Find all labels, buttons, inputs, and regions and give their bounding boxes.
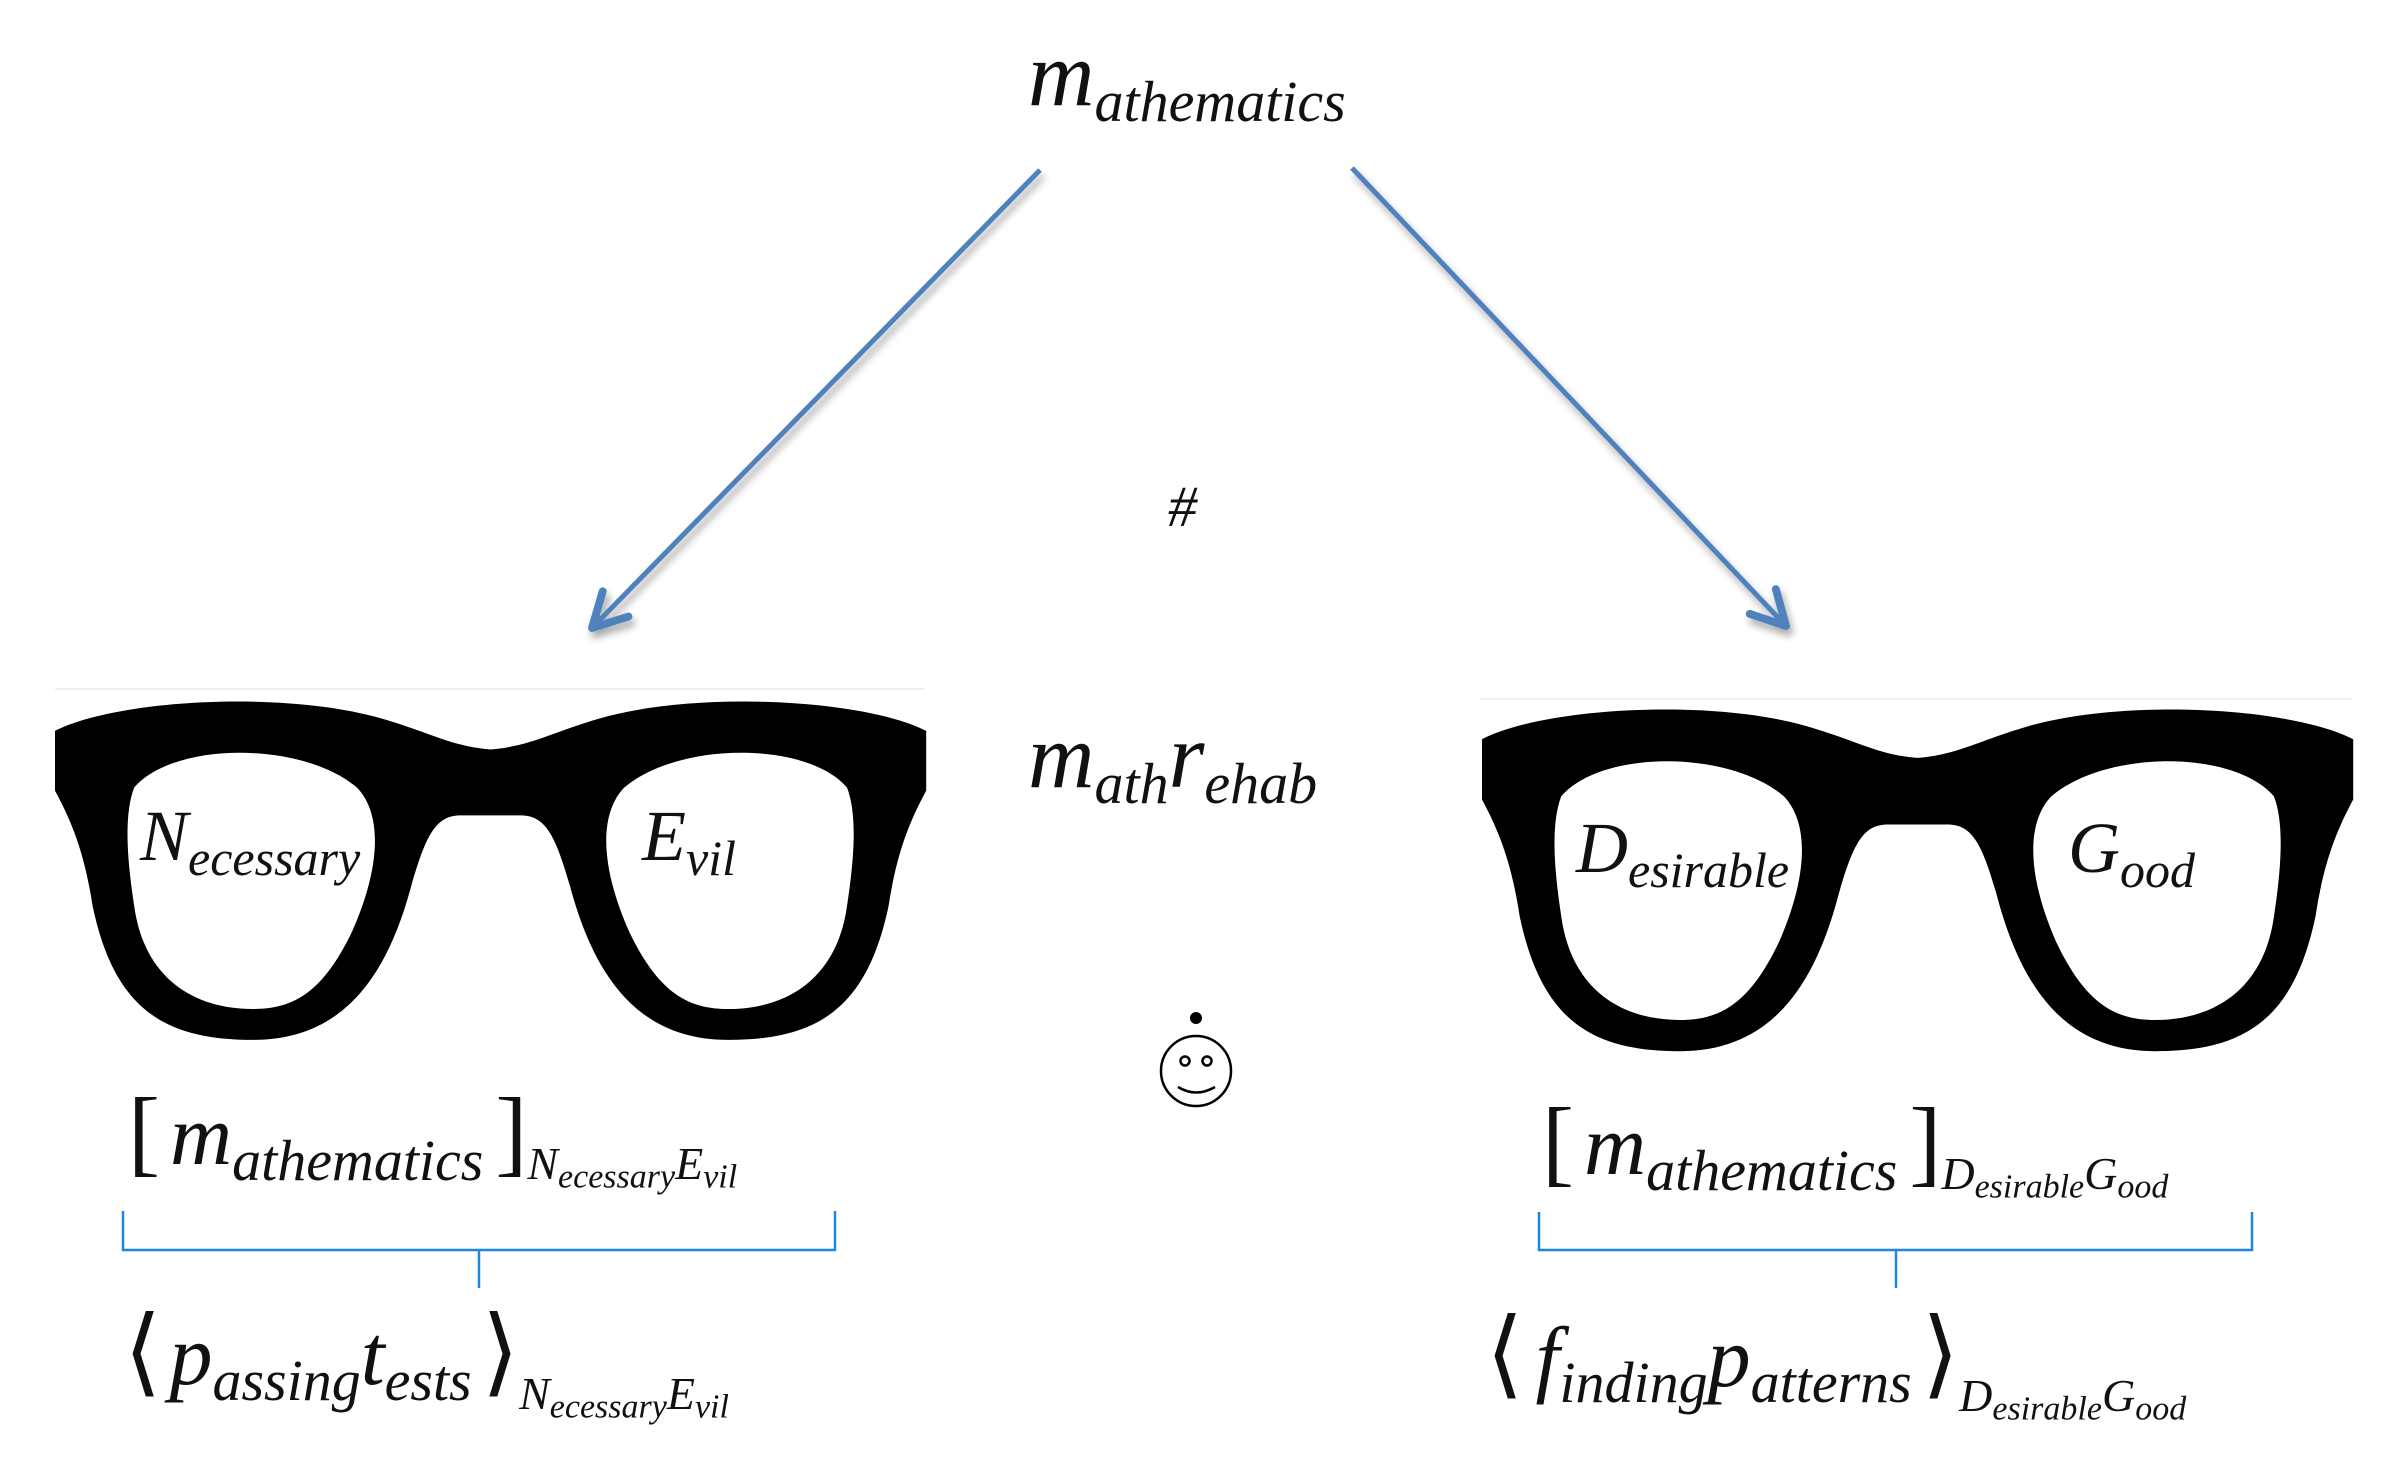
open-bracket: [ — [1542, 1088, 1574, 1195]
lens-evil-sub: vil — [685, 830, 736, 886]
expr-p: p — [1707, 1309, 1751, 1405]
right-brace — [1537, 1212, 2254, 1288]
open-bracket: [ — [128, 1078, 160, 1185]
index-d-sub: esirable — [1974, 1168, 2085, 1206]
expr-t: t — [360, 1307, 385, 1403]
rehab-r: r — [1168, 705, 1205, 807]
lens-necessary-main: N — [140, 796, 189, 876]
left-brace — [121, 1211, 837, 1288]
expr-inding: inding — [1559, 1350, 1708, 1416]
expr-index: DesirableGood — [1941, 1147, 2168, 1204]
arrow-to-necessary-evil — [588, 168, 1042, 632]
lens-desirable-main: D — [1576, 808, 1628, 888]
left-angle-expression: ⟨passingtests⟩NecessaryEvil — [124, 1304, 729, 1425]
index-e: E — [675, 1137, 704, 1189]
index-n-sub: ecessary — [558, 1158, 676, 1196]
index-d-sub: esirable — [1992, 1390, 2102, 1428]
expr-index: NecessaryEvil — [519, 1368, 729, 1425]
lens-necessary: Necessary — [140, 800, 360, 883]
open-angle: ⟨ — [1486, 1300, 1524, 1407]
index-d: D — [1959, 1370, 1993, 1422]
lens-good: Good — [2068, 812, 2195, 895]
open-angle: ⟨ — [124, 1298, 162, 1405]
expr-sub: athematics — [232, 1128, 484, 1194]
top-node-sub: athematics — [1094, 69, 1346, 135]
top-node-label: mathematics — [1028, 28, 1346, 131]
rehab-m: m — [1028, 705, 1095, 807]
rehab-label: mathrehab — [1028, 710, 1317, 813]
index-e-sub: vil — [703, 1158, 738, 1196]
left-bracket-expression: [mathematics]NecessaryEvil — [128, 1084, 737, 1194]
expr-index: DesirableGood — [1959, 1370, 2186, 1427]
arrow-to-desirable-good — [1350, 166, 1790, 630]
index-g-sub: ood — [2135, 1390, 2187, 1428]
index-n-sub: ecessary — [549, 1388, 667, 1426]
index-e: E — [666, 1368, 695, 1420]
index-d: D — [1941, 1147, 1975, 1199]
index-g: G — [2084, 1147, 2118, 1199]
smiley-dot-icon — [1159, 1012, 1233, 1108]
expr-main: m — [169, 1087, 233, 1183]
lens-necessary-sub: ecessary — [188, 830, 361, 886]
close-angle: ⟩ — [1921, 1300, 1960, 1407]
index-g-sub: ood — [2117, 1168, 2169, 1206]
index-n: N — [519, 1368, 550, 1420]
lens-desirable-sub: esirable — [1628, 842, 1790, 898]
index-e-sub: vil — [694, 1388, 729, 1426]
index-g: G — [2101, 1370, 2136, 1422]
center-symbol: # — [1168, 474, 1197, 539]
index-n: N — [527, 1137, 559, 1189]
lens-good-sub: ood — [2120, 842, 2195, 898]
rehab-ehab: ehab — [1204, 751, 1318, 817]
expr-p: p — [169, 1307, 213, 1403]
expr-main: m — [1583, 1097, 1647, 1193]
top-node-main: m — [1028, 23, 1095, 125]
lens-desirable: Desirable — [1576, 812, 1789, 895]
expr-atterns: atterns — [1750, 1350, 1912, 1416]
expr-assing: assing — [212, 1348, 361, 1414]
lens-evil-main: E — [642, 796, 686, 876]
rehab-ath: ath — [1094, 751, 1169, 817]
expr-index: NecessaryEvil — [527, 1137, 737, 1194]
close-bracket: ] — [495, 1078, 528, 1185]
lens-evil: Evil — [642, 800, 736, 883]
close-angle: ⟩ — [481, 1298, 520, 1405]
right-angle-expression: ⟨findingpatterns⟩DesirableGood — [1486, 1306, 2186, 1427]
close-bracket: ] — [1909, 1088, 1942, 1195]
expr-f: f — [1535, 1309, 1560, 1405]
expr-sub: athematics — [1646, 1138, 1898, 1204]
lens-good-main: G — [2068, 808, 2120, 888]
right-bracket-expression: [mathematics]DesirableGood — [1542, 1094, 2168, 1204]
expr-ests: ests — [384, 1348, 472, 1414]
